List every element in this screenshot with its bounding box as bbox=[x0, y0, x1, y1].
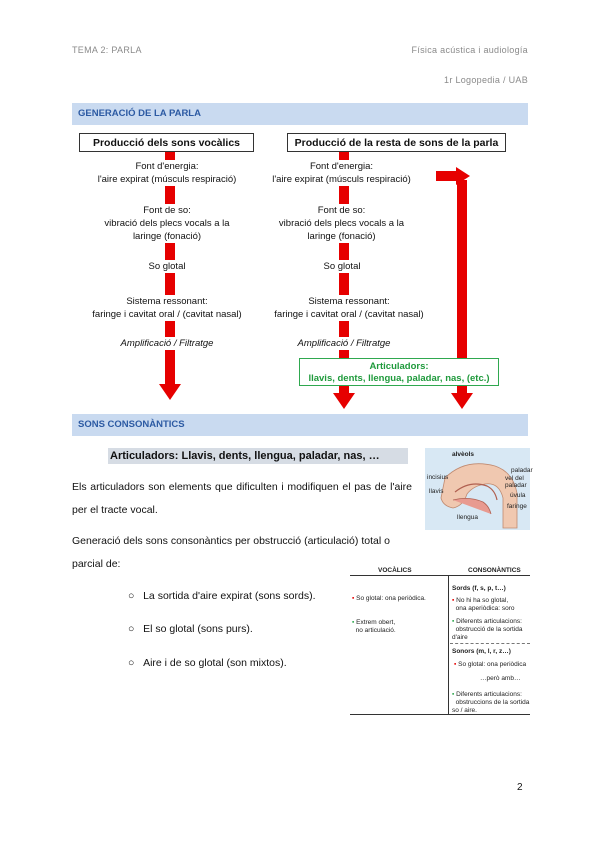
bullet-item-2: ○ El so glotal (sons purs). bbox=[128, 623, 253, 635]
left-step-filter: Amplificació / Filtratge bbox=[95, 337, 239, 350]
sonors-row-2: …però amb… bbox=[480, 675, 521, 682]
sords-row-1-text2: ona aperiòdica: soro bbox=[455, 605, 515, 612]
green-dot-icon: ▪ bbox=[352, 619, 355, 626]
side-arrow-down-head bbox=[451, 393, 473, 409]
header-left: TEMA 2: PARLA bbox=[72, 45, 142, 55]
header-sub-right: 1r Logopedia / UAB bbox=[444, 75, 528, 85]
subheading-articulators: Articuladors: Llavis, dents, llengua, pa… bbox=[108, 448, 408, 464]
sords-title: Sords (f, s, p, t…) bbox=[452, 585, 506, 592]
table-col-consonantics: CONSONÀNTICS bbox=[468, 567, 521, 574]
right-step-energy-title: Font d'energia: bbox=[309, 161, 374, 172]
sonors-title: Sonors (m, l, r, z…) bbox=[452, 648, 511, 655]
label-faringe: faringe bbox=[507, 503, 527, 510]
label-uvula: úvula bbox=[510, 492, 526, 499]
label-llengua: llengua bbox=[457, 514, 478, 521]
green-dot-icon: ▪ bbox=[452, 691, 455, 698]
side-arrow-stem bbox=[457, 180, 467, 393]
bullet-circle-icon: ○ bbox=[128, 657, 144, 669]
label-vel: vel del paladar bbox=[505, 475, 527, 489]
red-dot-icon: ▪ bbox=[352, 595, 355, 602]
voc-row-open-text1: Extrem obert, bbox=[356, 619, 396, 626]
head-profile bbox=[440, 463, 518, 529]
red-dot-icon: ▪ bbox=[452, 597, 455, 604]
articulators-box: Articuladors: llavis, dents, llengua, pa… bbox=[299, 358, 499, 386]
left-step-source-title: Font de so: bbox=[143, 205, 191, 216]
sonors-row-3-text2: obstruccions de la sortida so / aire. bbox=[452, 699, 530, 714]
tongue-shape bbox=[452, 498, 492, 515]
green-dot-icon: ▪ bbox=[452, 618, 455, 625]
bullet-text: El so glotal (sons purs). bbox=[143, 623, 253, 635]
left-step-source: Font de so: vibració dels plecs vocals a… bbox=[70, 204, 264, 243]
voc-row-glotal: ▪ So glotal: ona periòdica. bbox=[352, 595, 426, 602]
table-top-rule bbox=[350, 575, 530, 576]
sonors-row-3-text1: Diferents articulacions: bbox=[456, 691, 522, 698]
bullet-text: Aire i de so glotal (son mixtos). bbox=[143, 657, 287, 669]
sords-row-1: ▪ No hi ha so glotal, ona aperiòdica: so… bbox=[452, 597, 515, 613]
left-step-energy-desc: l'aire expirat (músculs respiració) bbox=[97, 174, 237, 185]
bullet-item-3: ○ Aire i de so glotal (son mixtos). bbox=[128, 657, 287, 669]
bullet-circle-icon: ○ bbox=[128, 590, 144, 602]
paragraph-generation: Generació dels sons consonàntics per obs… bbox=[72, 535, 390, 570]
articulators-title: Articuladors: bbox=[369, 361, 429, 372]
right-step-source: Font de so: vibració dels plecs vocals a… bbox=[252, 204, 431, 243]
bullet-text: La sortida d'aire expirat (sons sords). bbox=[143, 590, 316, 602]
side-arrow-bar bbox=[436, 171, 458, 181]
sords-row-1-text1: No hi ha so glotal, bbox=[456, 597, 509, 604]
left-step-resonant: Sistema ressonant: faringe i cavitat ora… bbox=[70, 295, 264, 321]
paragraph-articulators: Els articuladors son elements que dificu… bbox=[72, 481, 412, 516]
right-step-glotal: So glotal bbox=[290, 260, 394, 273]
left-step-source-desc2: laringe (fonació) bbox=[132, 231, 202, 242]
voc-row-open: ▪ Extrem obert, no articulació. bbox=[352, 619, 396, 635]
sords-row-2-text2: obstrucció de la sortida d'aire bbox=[452, 626, 523, 641]
left-arrow-head bbox=[159, 384, 181, 400]
section-generacio: GENERACIÓ DE LA PARLA bbox=[72, 103, 528, 125]
table-divider bbox=[448, 575, 449, 715]
right-step-resonant: Sistema ressonant: faringe i cavitat ora… bbox=[252, 295, 446, 321]
right-step-source-desc1: vibració dels plecs vocals a la bbox=[278, 218, 405, 229]
right-arrow-head bbox=[333, 393, 355, 409]
bullet-item-1: ○ La sortida d'aire expirat (sons sords)… bbox=[128, 590, 316, 602]
articulators-list: llavis, dents, llengua, paladar, nas, (e… bbox=[308, 373, 490, 384]
right-flow-title: Producció de la resta de sons de la parl… bbox=[287, 133, 506, 152]
voc-row-open-text2: no articulació. bbox=[355, 627, 396, 634]
bullet-circle-icon: ○ bbox=[128, 623, 144, 635]
left-step-glotal: So glotal bbox=[110, 260, 224, 273]
page-number: 2 bbox=[517, 782, 523, 793]
left-step-energy-title: Font d'energia: bbox=[135, 161, 199, 172]
left-step-resonant-desc: faringe i cavitat oral / (cavitat nasal) bbox=[92, 309, 242, 320]
left-step-source-desc1: vibració dels plecs vocals a la bbox=[104, 218, 230, 229]
voc-row-glotal-text: So glotal: ona periòdica. bbox=[356, 595, 426, 602]
table-mid-rule bbox=[450, 643, 530, 644]
right-step-source-title: Font de so: bbox=[317, 205, 366, 216]
right-step-source-desc2: laringe (fonació) bbox=[307, 231, 376, 242]
table-bottom-rule bbox=[350, 714, 530, 715]
vocal-tract-diagram: alvèols incisius llavis llengua paladar … bbox=[425, 448, 533, 530]
left-step-energy: Font d'energia: l'aire expirat (músculs … bbox=[70, 160, 264, 186]
left-step-resonant-title: Sistema ressonant: bbox=[126, 296, 208, 307]
section-sons-consonantics: SONS CONSONÀNTICS bbox=[72, 414, 528, 436]
label-alveols: alvèols bbox=[452, 451, 475, 458]
right-step-resonant-title: Sistema ressonant: bbox=[308, 296, 390, 307]
left-flow-title: Producció dels sons vocàlics bbox=[79, 133, 254, 152]
label-paladar: paladar bbox=[511, 467, 533, 474]
right-step-energy: Font d'energia: l'aire expirat (músculs … bbox=[252, 160, 431, 186]
sords-row-2: ▪ Diferents articulacions: obstrucció de… bbox=[452, 618, 530, 642]
comparison-table: VOCÀLICS CONSONÀNTICS ▪ So glotal: ona p… bbox=[350, 565, 530, 715]
red-dot-icon: ▪ bbox=[454, 661, 457, 668]
right-step-resonant-desc: faringe i cavitat oral / (cavitat nasal) bbox=[274, 309, 424, 320]
right-step-filter: Amplificació / Filtratge bbox=[272, 337, 416, 350]
label-dents: incisius bbox=[427, 474, 449, 481]
header-right: Física acústica i audiología bbox=[411, 45, 528, 55]
label-llavis: llavis bbox=[429, 488, 444, 495]
sords-row-2-text1: Diferents articulacions: bbox=[456, 618, 522, 625]
palate-line bbox=[454, 483, 498, 501]
vocal-tract-svg bbox=[440, 463, 518, 529]
table-col-vocalics: VOCÀLICS bbox=[378, 567, 412, 574]
right-step-energy-desc: l'aire expirat (músculs respiració) bbox=[272, 174, 411, 185]
sonors-row-1: ▪ So glotal: ona periòdica bbox=[454, 661, 526, 668]
sonors-row-3: ▪ Diferents articulacions: obstruccions … bbox=[452, 691, 530, 715]
sonors-row-1-text: So glotal: ona periòdica bbox=[458, 661, 527, 668]
